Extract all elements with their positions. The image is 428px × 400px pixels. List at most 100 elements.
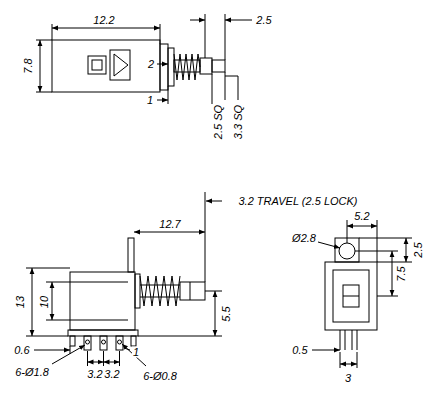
top-view: [52, 40, 225, 92]
side-view-stroke: [70, 282, 128, 283]
dimension-label: 7.8: [23, 57, 34, 74]
side-view-stroke: [86, 340, 90, 344]
dimension-label: 2.5 SQ: [213, 104, 224, 140]
top-dimensions-stroke: [157, 64, 168, 65]
side-view-stroke: [135, 274, 140, 308]
side-view-stroke: [68, 330, 138, 336]
top-dimensions-stroke: [36, 92, 52, 93]
side-dimensions-stroke: [124, 348, 130, 350]
side-view-stroke: [140, 276, 180, 306]
dimension-label: 10: [39, 295, 50, 309]
top-dimensions: [36, 14, 252, 104]
top-dimensions-stroke: [190, 20, 205, 21]
dimension-label: 3: [344, 373, 352, 384]
end-view-stroke: [339, 243, 355, 259]
top-dimensions-stroke: [212, 74, 213, 104]
side-dimensions-stroke: [215, 291, 216, 336]
side-dimensions-stroke: [26, 268, 70, 269]
side-view-stroke: [140, 297, 180, 298]
side-view-stroke: [128, 238, 134, 272]
top-dimensions-stroke: [225, 76, 238, 77]
dimension-label: 0.6: [13, 345, 30, 356]
side-dimensions-stroke: [119, 351, 120, 366]
dimension-label: Ø2.8: [291, 233, 317, 244]
side-view-stroke: [84, 336, 91, 350]
end-view-stroke: [343, 296, 359, 297]
dimension-label: 3.2 TRAVEL (2.5 LOCK): [237, 196, 358, 207]
dimension-label: 6-Ø0.8: [142, 371, 178, 382]
side-dimensions-stroke: [87, 351, 88, 366]
dimension-label: 3.3 SQ: [233, 104, 244, 140]
top-dimensions-stroke: [205, 14, 206, 58]
top-dimensions-stroke: [238, 76, 239, 100]
end-dimensions-stroke: [359, 238, 412, 239]
dimension-label: 6-Ø1.8: [14, 367, 50, 378]
top-view-stroke: [160, 44, 168, 90]
dimension-label: 1: [132, 347, 140, 358]
side-view-stroke: [118, 340, 122, 344]
side-dimensions-stroke: [134, 232, 205, 233]
side-dimensions-stroke: [205, 291, 222, 292]
side-view-stroke: [180, 282, 205, 300]
side-dimensions-stroke: [103, 351, 104, 366]
top-dimensions-stroke: [36, 40, 52, 41]
switch-drawing-stroke: [26, 14, 412, 368]
end-view-stroke: [340, 330, 341, 350]
side-view-stroke: [102, 340, 106, 344]
end-dimensions-stroke: [347, 220, 348, 243]
side-view-stroke: [70, 272, 135, 330]
side-dimensions-stroke: [88, 362, 104, 363]
end-dimensions-stroke: [312, 350, 340, 351]
side-dimensions-stroke: [32, 268, 33, 336]
dimension-label: 2.5: [413, 241, 424, 258]
dimension-label: 2.5: [255, 15, 272, 26]
end-dimensions-stroke: [318, 242, 340, 248]
end-view-stroke: [345, 330, 346, 350]
end-dimensions: [312, 220, 412, 368]
side-dimensions: [26, 192, 222, 366]
side-view-stroke: [190, 282, 191, 300]
end-view-stroke: [357, 330, 358, 350]
side-view-stroke: [131, 336, 136, 346]
top-view-stroke: [110, 50, 130, 80]
top-dimensions-stroke: [52, 28, 160, 29]
end-view: [325, 238, 377, 350]
side-view: [68, 238, 205, 350]
top-view-stroke: [114, 54, 128, 76]
side-view-stroke: [100, 336, 107, 350]
dimension-label: 3.2: [86, 369, 103, 380]
top-dimensions-stroke: [225, 20, 252, 21]
top-view-stroke: [88, 56, 106, 74]
side-dimensions-stroke: [104, 362, 120, 363]
dimension-label: 7.5: [396, 265, 407, 282]
end-view-stroke: [333, 270, 369, 322]
side-dimensions-stroke: [138, 336, 222, 337]
end-dimensions-stroke: [377, 262, 412, 263]
end-dimensions-stroke: [392, 251, 393, 296]
side-dimensions-stroke: [52, 345, 85, 364]
top-view-stroke: [168, 48, 174, 86]
dimension-label: 5.2: [353, 211, 370, 222]
end-dimensions-stroke: [347, 226, 377, 227]
dimension-label: 0.5: [291, 345, 308, 356]
top-dimensions-stroke: [52, 24, 53, 40]
end-dimensions-stroke: [340, 352, 341, 368]
top-view-stroke: [52, 40, 160, 92]
end-view-stroke: [343, 285, 359, 307]
top-dimensions-stroke: [225, 14, 226, 60]
side-view-stroke: [140, 285, 180, 286]
top-view-stroke: [212, 60, 225, 72]
end-view-stroke: [352, 330, 353, 350]
end-dimensions-stroke: [406, 238, 407, 262]
dimension-label: 2: [147, 59, 155, 70]
dimension-label: 13: [15, 295, 26, 309]
side-dimensions-stroke: [46, 282, 70, 283]
dimension-label: 3.2: [103, 369, 120, 380]
side-view-stroke: [70, 336, 75, 346]
end-view-stroke: [325, 262, 377, 330]
top-view-stroke: [200, 58, 212, 74]
side-dimensions-stroke: [34, 350, 70, 351]
